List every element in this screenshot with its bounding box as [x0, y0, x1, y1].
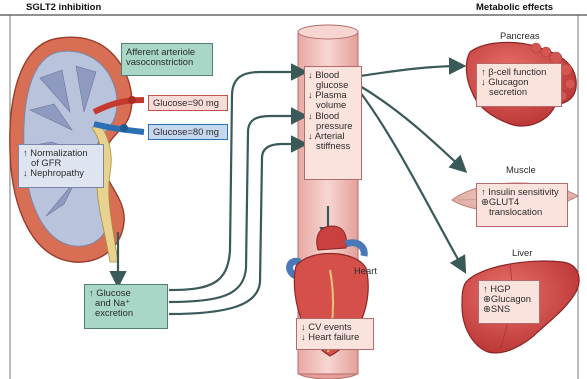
heart-label: Heart	[354, 266, 377, 276]
header-left-title: SGLT2 inhibition	[26, 3, 101, 13]
liver-label: Liver	[512, 248, 532, 258]
glucose-in-label: Glucose=90 mg	[148, 95, 228, 111]
glucose-out-label: Glucose=80 mg	[148, 124, 228, 140]
excretion-box: ↑ Glucose and Na⁺ excretion	[84, 284, 168, 329]
excretion-line-3: excretion	[89, 308, 163, 318]
gfr-line-3: ↓ Nephropathy	[23, 168, 99, 178]
pancreas-effects-box: ↑ β-cell function ↓ Glucagon secretion	[476, 63, 562, 107]
central-line-8: stiffness	[308, 141, 358, 151]
muscle-effects-box: ↑ Insulin sensitivity ⊕GLUT4 translocati…	[476, 183, 568, 227]
heart-effects-box: ↓ CV events ↓ Heart failure	[296, 318, 374, 350]
header-right-title: Metabolic effects	[476, 3, 553, 13]
muscle-line-3: translocation	[481, 207, 563, 217]
glucose-in-text: Glucose=90 mg	[153, 98, 219, 108]
liver-effects-box: ↑ HGP ⊕Glucagon ⊕SNS	[478, 280, 540, 324]
afferent-line-2: vasoconstriction	[126, 57, 208, 67]
muscle-label: Muscle	[506, 165, 536, 175]
central-effects-box: ↓ Blood glucose ↓ Plasma volume ↓ Blood …	[304, 66, 362, 180]
pancreas-line-3: secretion	[481, 87, 557, 97]
glucose-out-text: Glucose=80 mg	[153, 127, 219, 137]
pancreas-label: Pancreas	[500, 31, 540, 41]
liver-line-3: ⊕SNS	[483, 304, 535, 314]
heart-line-2: ↓ Heart failure	[301, 332, 369, 342]
afferent-arteriole-box: Afferent arteriole vasoconstriction	[121, 43, 213, 76]
gfr-box: ↑ Normalization of GFR ↓ Nephropathy	[18, 144, 104, 188]
